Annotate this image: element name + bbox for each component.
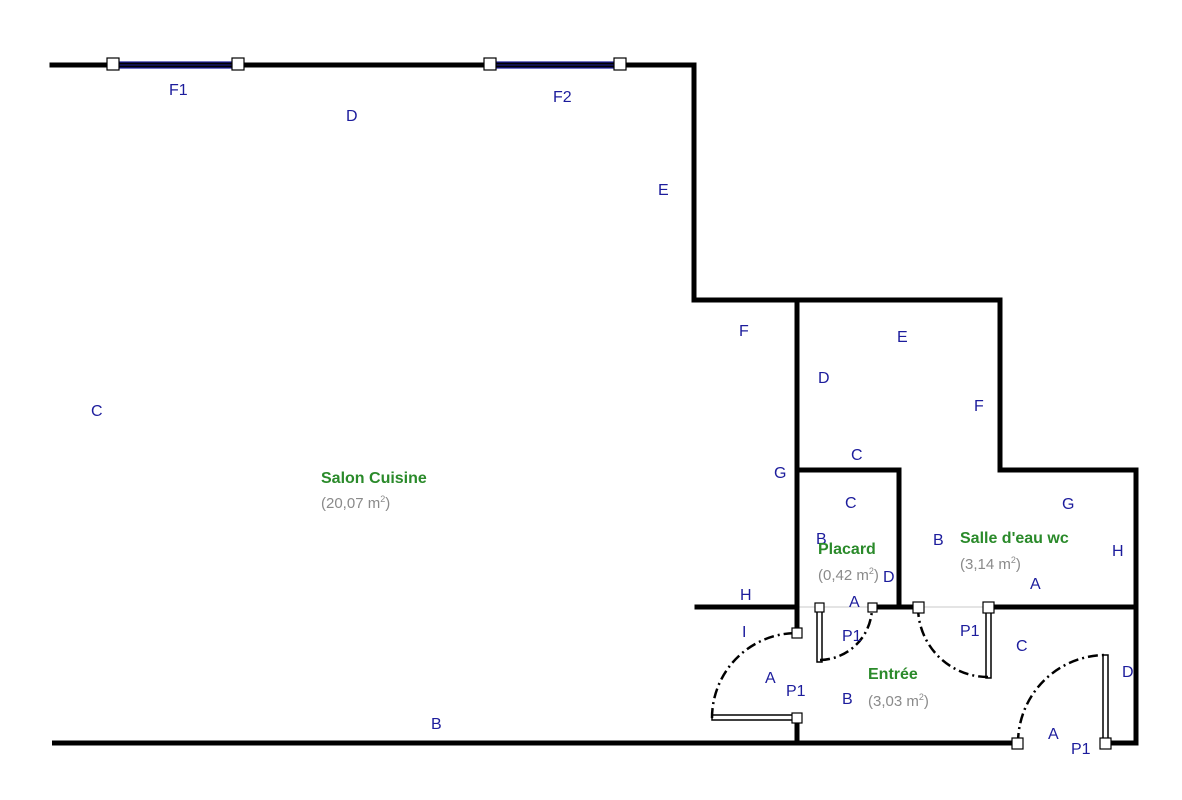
door-entree[interactable]: [1011, 653, 1112, 750]
door-label-salon: P1: [786, 683, 806, 700]
window-f1[interactable]: [106, 57, 245, 71]
wall-label-placard-b: B: [816, 531, 827, 548]
wall-label-salle-h: H: [1112, 543, 1124, 560]
wall-label-entree-a-left: A: [765, 670, 776, 687]
room-name-placard: Placard: [818, 541, 876, 558]
wall-label-salon-c: C: [91, 403, 103, 420]
wall-label-placard-a: A: [849, 594, 860, 611]
wall-label-entree-b: B: [842, 691, 853, 708]
door-salle[interactable]: [912, 601, 995, 679]
door-salon[interactable]: [710, 627, 803, 724]
door-label-salle: P1: [960, 623, 980, 640]
wall-label-salon-i: I: [742, 624, 746, 641]
room-name-entree: Entrée: [868, 666, 918, 683]
wall-label-entree-a-right: A: [1048, 726, 1059, 743]
wall-label-salle-e: E: [897, 329, 908, 346]
wall-label-salon-b: B: [431, 716, 442, 733]
window-f2[interactable]: [483, 57, 627, 71]
wall-label-salle-g: G: [1062, 496, 1074, 513]
window-label-f2: F2: [553, 89, 572, 106]
wall-label-salon-e: E: [658, 182, 669, 199]
wall-label-entree-d: D: [1122, 664, 1134, 681]
wall-label-salle-d: D: [818, 370, 830, 387]
wall-label-salon-f: F: [739, 323, 749, 340]
room-name-salon: Salon Cuisine: [321, 470, 427, 487]
wall-label-salle-c: C: [851, 447, 863, 464]
window-label-f1: F1: [169, 82, 188, 99]
wall-label-placard-d: D: [883, 569, 895, 586]
walls: [49, 62, 1139, 746]
wall-label-salle-b: B: [933, 532, 944, 549]
wall-label-salle-f: F: [974, 398, 984, 415]
room-area-salon: (20,07 m2): [321, 494, 390, 512]
door-label-placard: P1: [842, 628, 862, 645]
wall-label-salon-g: G: [774, 465, 786, 482]
outer-wall: [49, 62, 1139, 746]
wall-label-placard-c: C: [845, 495, 857, 512]
door-label-entree: P1: [1071, 741, 1091, 758]
door-placard[interactable]: [814, 602, 878, 663]
room-area-placard: (0,42 m2): [818, 566, 879, 584]
room-name-salle: Salle d'eau wc: [960, 530, 1069, 547]
wall-label-salon-h: H: [740, 587, 752, 604]
wall-label-entree-c: C: [1016, 638, 1028, 655]
room-area-salle: (3,14 m2): [960, 555, 1021, 573]
wall-label-salon-d: D: [346, 108, 358, 125]
wall-label-salle-a: A: [1030, 576, 1041, 593]
room-area-entree: (3,03 m2): [868, 692, 929, 710]
